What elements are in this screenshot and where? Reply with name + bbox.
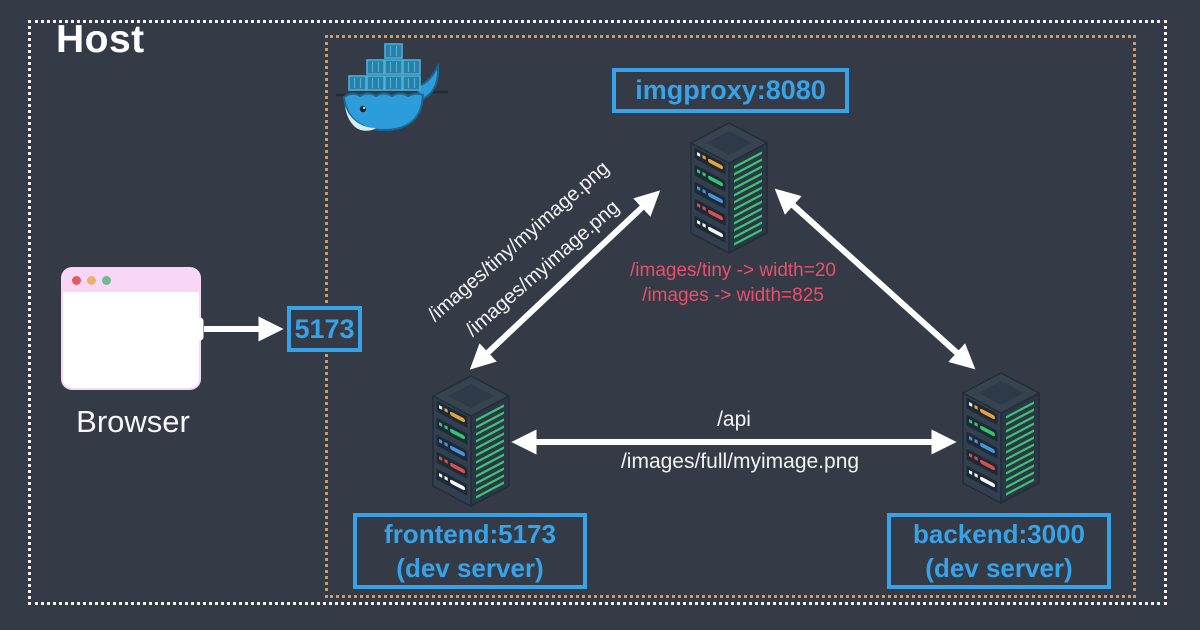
port-5173-label: 5173 bbox=[294, 313, 355, 344]
browser-titlebar bbox=[63, 269, 199, 292]
browser-label: Browser bbox=[76, 404, 190, 439]
frontend-subtitle: (dev server) bbox=[396, 553, 544, 583]
server-icon-backend bbox=[956, 371, 1046, 511]
backend-subtitle: (dev server) bbox=[925, 553, 1073, 583]
imgproxy-label: imgproxy:8080 bbox=[635, 75, 826, 105]
backend-label-box: backend:3000 (dev server) bbox=[887, 513, 1111, 589]
port-5173-box: 5173 bbox=[287, 306, 362, 352]
server-icon-frontend bbox=[426, 374, 516, 514]
frontend-label-box: frontend:5173 (dev server) bbox=[353, 513, 587, 589]
frontend-name: frontend:5173 bbox=[384, 519, 556, 549]
host-boundary bbox=[28, 20, 1167, 605]
browser-window bbox=[63, 269, 199, 388]
backend-name: backend:3000 bbox=[913, 519, 1085, 549]
imgproxy-rule-tiny: /images/tiny -> width=20 bbox=[630, 260, 836, 281]
docker-logo-icon bbox=[336, 43, 448, 132]
route-label-images-full: /images/full/myimage.png bbox=[620, 450, 860, 473]
host-title: Host bbox=[56, 18, 145, 61]
route-label-api: /api bbox=[717, 408, 751, 431]
imgproxy-label-box: imgproxy:8080 bbox=[612, 68, 849, 113]
imgproxy-rule-full: /images -> width=825 bbox=[642, 285, 824, 306]
minimize-dot-icon bbox=[87, 276, 96, 285]
imgproxy-rules: /images/tiny -> width=20 /images -> widt… bbox=[630, 258, 836, 308]
zoom-dot-icon bbox=[102, 276, 111, 285]
server-icon-imgproxy bbox=[684, 121, 774, 261]
close-dot-icon bbox=[72, 276, 81, 285]
